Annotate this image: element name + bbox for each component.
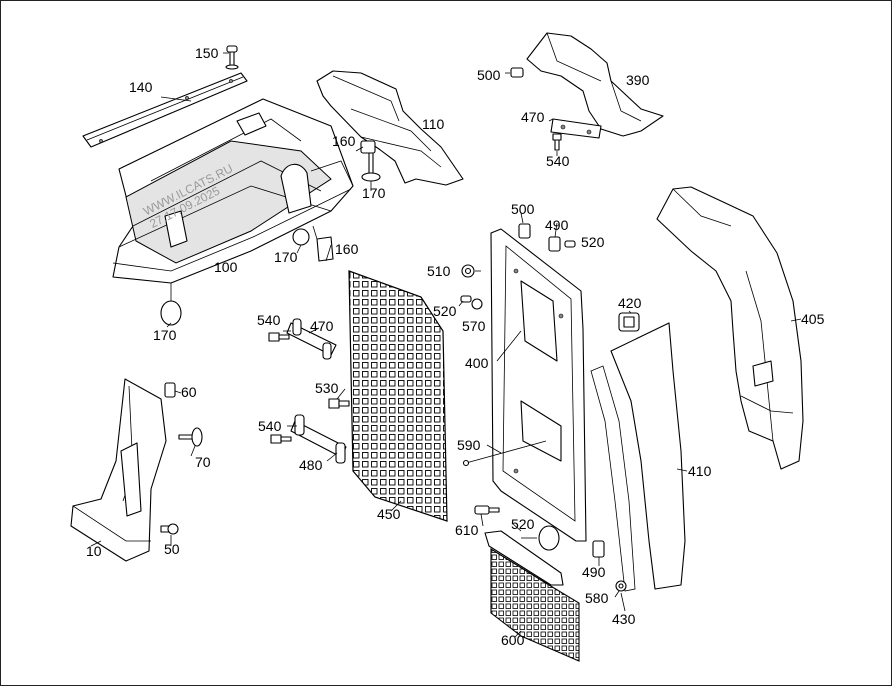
part-405-fender [656,186,804,470]
callout-160-mid: 160 [335,241,359,257]
part-10-corner-panel [70,378,167,562]
callout-500-panel: 500 [511,201,535,217]
callout-50: 50 [164,541,180,557]
part-150-bolt [225,45,239,70]
part-540-bolt-left-upper [268,332,290,342]
part-110-side-bracket [316,70,464,186]
callout-500-top: 500 [477,67,501,83]
part-540-bolt-left-lower [270,434,292,444]
callout-410: 410 [688,463,712,479]
callout-430: 430 [612,611,636,627]
callout-530: 530 [315,380,339,396]
part-160-clip-mid [312,225,334,262]
callout-400: 400 [465,355,489,371]
callout-450: 450 [377,506,401,522]
callout-60: 60 [181,384,197,400]
part-170-pin-upper [361,152,381,182]
part-70-pin [178,427,203,447]
callout-100: 100 [214,259,238,275]
part-540-bolt-top [552,133,562,151]
part-570-washer [471,298,483,310]
callout-480: 480 [299,457,323,473]
callout-490-panel: 490 [545,217,569,233]
part-600-lower-grille [484,530,580,662]
callout-170-upper: 170 [362,185,386,201]
callout-520-upper: 520 [581,234,605,250]
part-500-nut-top [510,67,524,78]
part-520-screw-upper [564,240,576,248]
callout-70: 70 [195,454,211,470]
callout-150: 150 [195,45,219,61]
callout-540-left-upper: 540 [257,312,281,328]
leader-lines [90,52,802,638]
part-390-top-cover [526,32,664,137]
part-500-clip-panel [518,223,531,239]
part-580-washer [615,580,627,592]
part-400-rear-panel [490,228,587,542]
callout-170-mid: 170 [274,249,298,265]
callout-470-left: 470 [310,318,334,334]
callout-570: 570 [462,318,486,334]
part-470-bracket-top [550,118,602,139]
part-520-cap-lower [521,525,560,551]
part-410-trim [590,322,686,592]
part-480-bracket-left [290,414,347,464]
callout-520-mid: 520 [433,303,457,319]
part-140-strip [82,72,248,148]
part-490-clip-panel [548,236,561,252]
part-510-washer [461,264,475,278]
part-450-grille [348,270,448,522]
callout-540-top: 540 [546,153,570,169]
callout-140: 140 [129,79,153,95]
callout-10: 10 [86,543,102,559]
part-60-clip [164,382,176,398]
part-420-clip [618,312,640,332]
callout-405: 405 [801,311,825,327]
callout-470-top: 470 [521,109,545,125]
callout-540-left-lower: 540 [258,418,282,434]
part-160-clip-upper [360,140,376,154]
part-490-clip-lower [592,540,605,558]
part-470-bracket-left [286,318,337,360]
part-170-pin-lower [160,283,182,326]
callout-520-lower: 520 [511,516,535,532]
callout-600: 600 [501,632,525,648]
part-50-screw [160,523,179,535]
callout-490-lower: 490 [582,564,606,580]
callout-170-lower: 170 [153,327,177,343]
callout-580: 580 [585,590,609,606]
part-100-rear-panel [112,98,354,284]
part-590-rod [462,440,547,467]
part-520-screw-mid [460,295,472,303]
part-610-bolt [474,505,500,515]
part-530-bolt [328,398,350,409]
callout-390: 390 [626,72,650,88]
callout-420: 420 [618,295,642,311]
part-170-pin-mid [292,228,310,246]
callout-160-upper: 160 [332,133,356,149]
callout-110: 110 [422,116,445,132]
callout-510: 510 [427,263,451,279]
callout-590: 590 [457,437,481,453]
callout-610: 610 [455,522,479,538]
